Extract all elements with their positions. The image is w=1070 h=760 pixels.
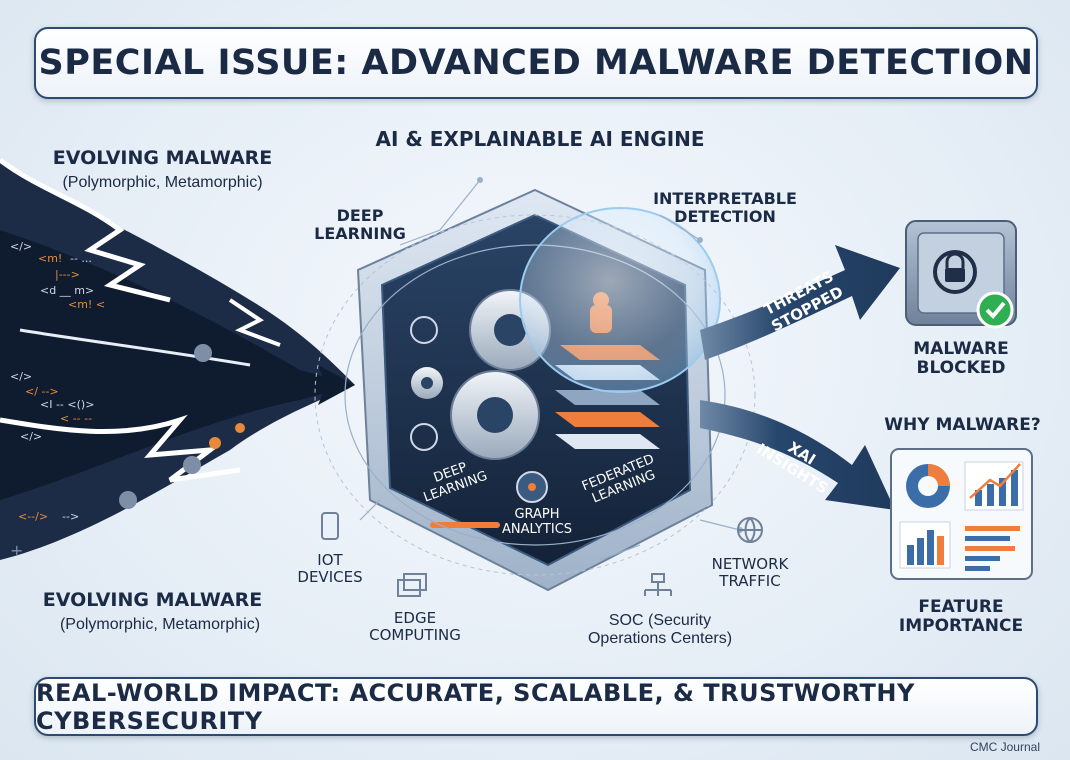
svg-text:< -- --: < -- -- xyxy=(60,412,92,425)
evolving-malware-bottom-sub: (Polymorphic, Metamorphic) xyxy=(59,616,261,633)
svg-text:<d __ m>: <d __ m> xyxy=(40,284,94,297)
iot-devices-label: IOT DEVICES xyxy=(297,551,363,586)
interpretable-detection-label: INTERPRETABLE DETECTION xyxy=(653,189,797,226)
impact-text: REAL-WORLD IMPACT: ACCURATE, SCALABLE, &… xyxy=(36,678,915,735)
malware-stream: </> <m! -- ... |---> <d __ m> <m! < </> <… xyxy=(0,157,355,560)
svg-text:</>: </> xyxy=(20,430,42,443)
engine-title: AI & EXPLAINABLE AI ENGINE xyxy=(375,127,705,151)
feature-importance-label: FEATURE IMPORTANCE xyxy=(898,597,1024,636)
output-arrows xyxy=(700,245,900,510)
network-traffic-label: NETWORK TRAFFIC xyxy=(711,555,789,590)
why-malware-label: WHY MALWARE? xyxy=(884,415,1041,435)
deep-learning-label: DEEP LEARNING xyxy=(314,206,406,243)
svg-text:<m! <: <m! < xyxy=(68,298,105,311)
malware-blocked-label: MALWARE BLOCKED xyxy=(913,339,1009,378)
graph-analytics-line2: ANALYTICS xyxy=(502,522,572,537)
impact-banner: REAL-WORLD IMPACT: ACCURATE, SCALABLE, &… xyxy=(34,677,1038,736)
title-banner: SPECIAL ISSUE: ADVANCED MALWARE DETECTIO… xyxy=(34,27,1038,99)
soc-label: SOC (Security Operations Centers) xyxy=(587,612,733,647)
svg-text:</>: </> xyxy=(10,370,32,383)
edge-computing-label: EDGE COMPUTING xyxy=(369,609,461,644)
evolving-malware-bottom-title: EVOLVING MALWARE xyxy=(42,589,263,611)
svg-text:</>: </> xyxy=(10,240,32,253)
journal-credit: CMC Journal xyxy=(969,740,1040,754)
svg-text:<m!: <m! xyxy=(38,252,62,265)
engine-hexagon xyxy=(314,177,756,592)
evolving-malware-top-sub: (Polymorphic, Metamorphic) xyxy=(62,174,263,191)
svg-text:|--->: |---> xyxy=(55,268,80,281)
evolving-malware-top-title: EVOLVING MALWARE xyxy=(52,147,273,169)
svg-text:-->: --> xyxy=(62,510,79,523)
graph-analytics-line1: GRAPH xyxy=(514,507,559,522)
feature-chart-icon xyxy=(890,448,1033,580)
svg-text:</ -->: </ --> xyxy=(25,385,59,398)
svg-text:<--/>: <--/> xyxy=(18,510,48,523)
svg-text:<I -- <()>: <I -- <()> xyxy=(40,398,94,411)
svg-text:-- ...: -- ... xyxy=(70,252,92,265)
device-icons xyxy=(321,512,763,597)
svg-text:+: + xyxy=(10,541,23,560)
page-title: SPECIAL ISSUE: ADVANCED MALWARE DETECTIO… xyxy=(38,43,1034,83)
safe-icon xyxy=(905,220,1017,329)
